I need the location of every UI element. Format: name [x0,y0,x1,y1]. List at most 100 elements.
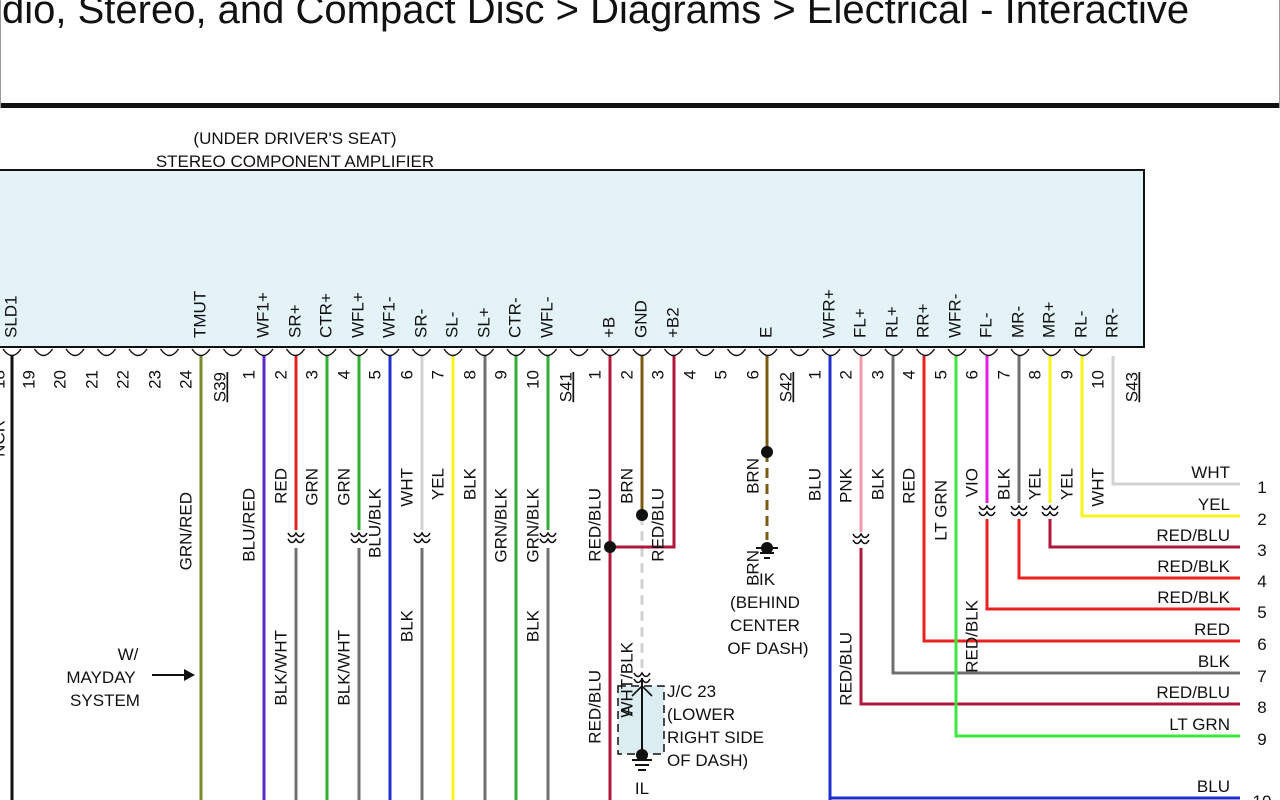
output-pin-number-6: 6 [1257,635,1266,654]
pin-number-2: 21 [82,370,101,389]
pin-number-4: 23 [145,370,164,389]
pin-label-14: +B2 [663,307,682,338]
output-pin-number-4: 4 [1257,572,1266,591]
pin-number-7: 2 [271,370,290,379]
wire-label-top-23: YEL [1057,468,1076,500]
splice-chevron [852,532,870,545]
pin-number-8: 3 [302,370,321,379]
connector-s42: S42 [776,372,795,402]
mayday-label-2: MAYDAY [66,668,135,687]
output-wire-label-8: RED/BLU [1156,683,1230,702]
wire-label-top-19: LT GRN [931,480,950,541]
connector-socket [222,348,243,357]
output-wire-label-2: YEL [1198,495,1230,514]
pin-label-6: WF1- [379,296,398,338]
mayday-label-1: W/ [118,645,139,664]
wire-label-top-5: BLU/BLK [365,487,384,558]
splice-chevron-0 [287,531,305,544]
output-wire-label-5: RED/BLK [1157,588,1230,607]
pin-label-3: SR+ [285,304,304,338]
wire-label-bottom-6: A [617,704,636,716]
wire-fl-plus-redblu [859,548,1240,706]
partial-ncr-label: NCR [0,420,8,457]
pin-number-29: 8 [1025,370,1044,379]
junction-arrow [631,684,653,697]
pin-label-0: SLD1 [1,295,20,338]
pin-label-1: TMUT [190,291,209,338]
pin-number-20: 5 [711,370,730,379]
connector-s43: S43 [1122,372,1141,402]
connector-socket [285,348,306,357]
wire-plus-b2 [610,356,676,549]
pin-label-20: WFR- [945,294,964,338]
splice-dot-e [761,446,773,458]
pin-label-15: E [756,327,775,338]
output-wire-label-7: BLK [1198,652,1231,671]
stereo-component-amplifier-box[interactable] [0,169,1145,348]
pin-number-15: 10 [523,370,542,389]
pin-number-23: 2 [836,370,855,379]
splice-chevron [978,504,996,517]
connector-socket [632,348,652,357]
wire-label-bottom-9: RED/BLK [962,599,981,672]
pin-label-13: GND [631,300,650,338]
pin-number-17: 2 [617,370,636,379]
pin-label-17: FL+ [850,308,869,338]
pin-number-12: 7 [428,370,447,379]
page-title: dio, Stereo, and Compact Disc > Diagrams… [2,0,1190,32]
wire-label-bottom-3: BLK [523,609,542,642]
wire-label-top-11: RED/BLU [585,488,604,562]
connector-socket [978,348,999,357]
connector-socket [2,348,22,357]
ground-ik-desc-1: (BEHIND [730,593,800,612]
splice-chevron-fl-plus [852,532,870,545]
pin-label-11: WFL- [537,296,556,338]
wires-layer [10,356,1240,800]
wire-label-bottom-2: BLK [397,609,416,642]
wire-label-top-10: GRN/BLK [523,487,542,562]
wire-label-bottom-5: WHT/BLK [617,641,636,717]
wire-mr-minus-redblk [1017,519,1240,580]
output-wire-label-4: RED/BLK [1157,557,1230,576]
wire-rl-minus [1080,356,1240,518]
wiring-diagram: (UNDER DRIVER'S SEAT) STEREO COMPONENT A… [0,129,1271,800]
wire-rr-minus [1111,356,1240,486]
output-pin-number-5: 5 [1257,603,1266,622]
connector-socket [254,348,274,357]
wire-label-top-15: BLU [805,468,824,501]
pin-label-19: RR+ [913,303,932,338]
wire-label-top-8: BLK [460,467,479,500]
connector-socket [443,348,463,357]
splice-chevron-1 [350,531,368,544]
mayday-arrow-head [184,669,195,681]
junction-desc-2: RIGHT SIDE [667,728,764,747]
connector-socket [915,348,936,357]
output-wire-label-3: RED/BLU [1156,526,1230,545]
pin-label-24: RL- [1071,311,1090,338]
wire-label-top-4: GRN [334,468,353,506]
splice-chevron-r1 [1010,504,1028,517]
splice-chevron-r0 [978,504,996,517]
wire-label-bottom-8: RED/BLU [836,632,855,706]
connector-socket [159,348,180,357]
output-pin-number-8: 8 [1257,698,1266,717]
output-wire-label-10: BLU [1197,777,1230,796]
pin-number-14: 9 [491,370,510,379]
wire-label-top-7: YEL [428,468,447,500]
pin-label-10: CTR- [505,297,524,338]
output-pin-number-1: 1 [1257,478,1266,497]
connector-socket [348,348,369,357]
pin-number-9: 4 [334,370,353,379]
connector-socket [947,348,967,357]
splice-chevron-2 [413,531,431,544]
pin-label-8: SL- [442,312,461,338]
splice-chevron-3 [539,531,557,544]
connector-socket [821,348,841,357]
pin-number-26: 5 [931,370,950,379]
connector-socket [1041,348,1062,357]
wire-label-top-6: WHT [397,468,416,507]
output-pin-number-7: 7 [1257,667,1266,686]
wire-label-top-13: RED/BLU [648,488,667,562]
pin-label-4: CTR+ [316,293,335,338]
wire-label-bottom-7: BRN [743,550,762,586]
